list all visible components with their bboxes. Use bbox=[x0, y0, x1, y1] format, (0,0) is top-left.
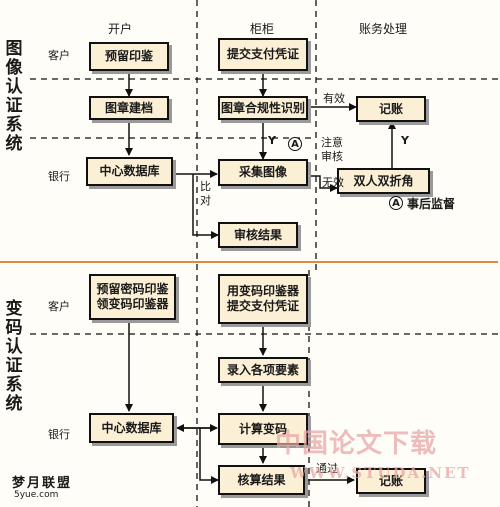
box-bookkeeping-1: 记账 bbox=[356, 96, 426, 122]
box-check-result: 核算结果 bbox=[218, 465, 305, 495]
label-y-1: Y bbox=[268, 134, 276, 147]
logo-text-url: 5yue.com bbox=[14, 490, 59, 500]
header-open-account: 开户 bbox=[107, 22, 132, 36]
row-label-customer-1: 客户 bbox=[48, 49, 70, 62]
header-counter: 柜柜 bbox=[249, 22, 274, 36]
box-audit-result: 审核结果 bbox=[218, 222, 298, 248]
logo-text-cn: 梦月联盟 bbox=[12, 476, 73, 491]
label-post-audit: 事后监督 bbox=[407, 197, 456, 211]
marker-a-1: A bbox=[288, 137, 302, 151]
box-central-db-1: 中心数据库 bbox=[86, 157, 173, 186]
label-compare: 比 对 bbox=[200, 180, 211, 207]
label-invalid: 无效 bbox=[322, 176, 344, 189]
section-title-code-auth: 变 码 认 证 系 统 bbox=[5, 299, 23, 414]
box-dual-check: 双人双折角 bbox=[337, 168, 430, 194]
box-calc-code: 计算变码 bbox=[218, 413, 308, 445]
label-valid: 有效 bbox=[323, 92, 345, 105]
row-label-bank-1: 银行 bbox=[48, 170, 70, 183]
box-reserve-seal: 预留印鉴 bbox=[89, 42, 169, 71]
box-central-db-2: 中心数据库 bbox=[89, 413, 174, 443]
row-label-customer-2: 客户 bbox=[48, 300, 70, 313]
marker-a-2: A bbox=[389, 196, 403, 210]
box-enter-elements: 录入各项要素 bbox=[218, 357, 308, 383]
watermark-site-cn: 中国论文下载 bbox=[275, 429, 438, 459]
label-y-2: Y bbox=[401, 134, 409, 147]
box-seal-compliance: 图章合规性识别 bbox=[218, 96, 308, 120]
label-attention-review: 注意 审核 bbox=[321, 136, 343, 163]
watermark-site-url: WWW.STUDA.NET bbox=[290, 464, 471, 482]
box-capture-image: 采集图像 bbox=[218, 159, 308, 186]
box-use-code-seal: 用变码印鉴器 提交支付凭证 bbox=[218, 274, 308, 324]
header-accounting: 账务处理 bbox=[358, 22, 407, 36]
box-reserve-code-seal: 预留密码印鉴 领变码印鉴器 bbox=[89, 274, 176, 320]
box-seal-archive: 图章建档 bbox=[89, 96, 169, 120]
label-pass: 通过 bbox=[316, 462, 338, 475]
box-submit-voucher: 提交支付凭证 bbox=[218, 38, 308, 71]
row-label-bank-2: 银行 bbox=[48, 428, 70, 441]
box-bookkeeping-2: 记账 bbox=[356, 468, 426, 494]
section-title-image-auth: 图 像 认 证 系 统 bbox=[5, 39, 23, 154]
